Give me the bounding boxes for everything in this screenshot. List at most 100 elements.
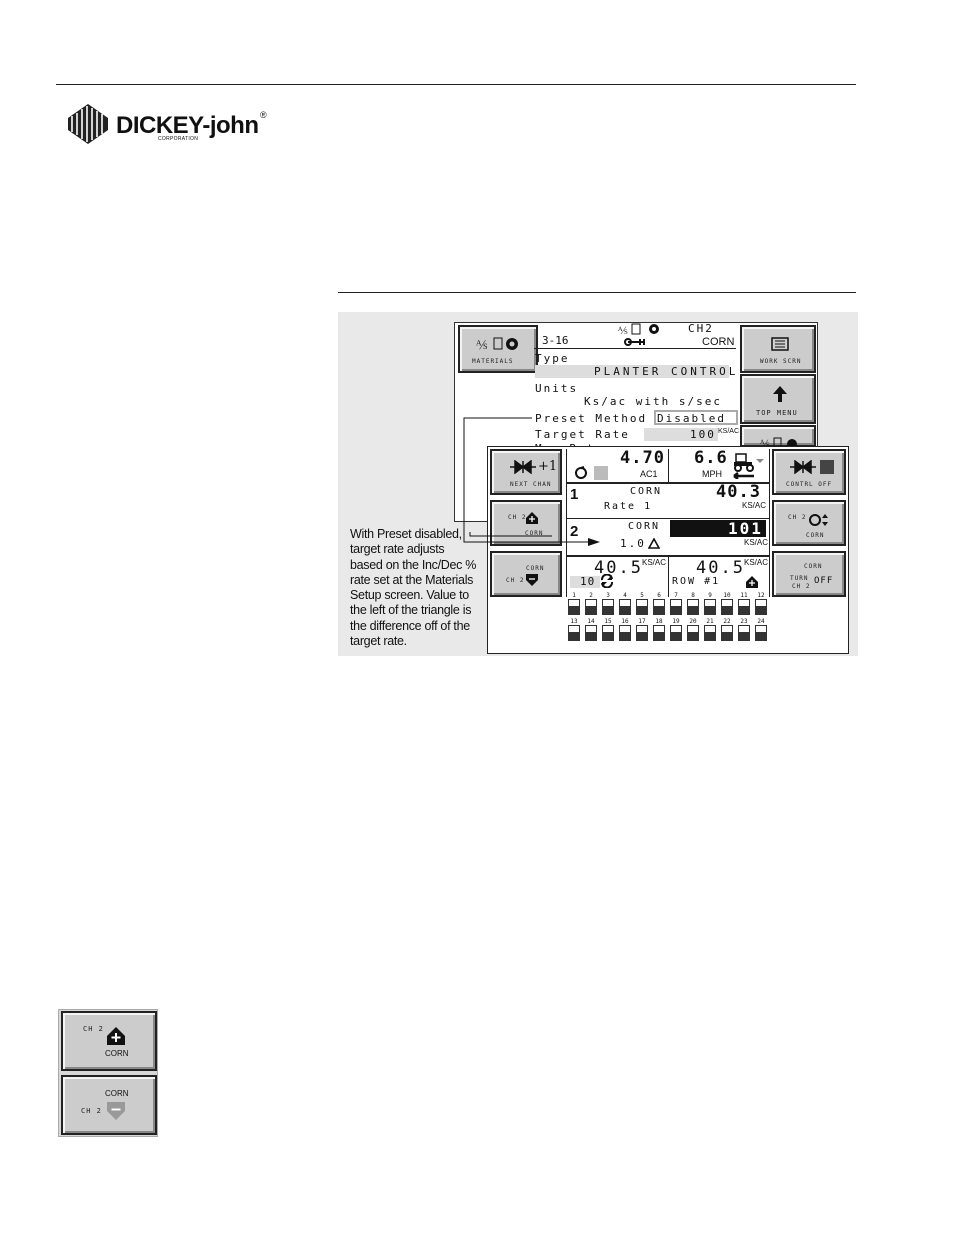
turn-ch2-off-button[interactable]: CORN TURN CH 2 OFF [772,551,846,597]
section-indicator [670,625,682,641]
increase-icon [107,1027,125,1045]
col-divider-top [668,449,669,482]
section-indicator [738,625,750,641]
section-indicator [721,625,733,641]
ch2-mode-top: CH 2 [788,514,807,521]
ch2-value-box[interactable] [670,520,766,537]
type-label: Type [535,352,570,365]
type-field[interactable] [535,365,729,378]
section-indicator [636,625,648,641]
section-number: 18 [655,618,663,625]
area-indicator-icon [594,466,608,480]
callout-leader [463,417,600,546]
pop-sub-value: 10 [580,575,596,588]
side-inc-bottom: CORN [105,1049,129,1058]
section-number: 7 [674,592,678,599]
svg-text:⅍: ⅍ [476,338,487,353]
side-dec-top: CORN [105,1089,129,1098]
target-label: Target Rate [535,428,630,441]
header-rule [56,84,856,85]
max-label: Max Rate [535,442,604,447]
ch2-mode-button[interactable]: CH 2 CORN [772,500,846,546]
section-indicator [653,599,665,615]
section-indicator [687,625,699,641]
ch2-product: CORN [628,521,661,532]
row-divider-1 [566,482,770,484]
logo-mark-icon [68,104,108,144]
turn-key-top: CORN [804,563,823,570]
ch2-dec-bottom: CH 2 [506,577,525,584]
refresh-icon [601,574,613,588]
ch2-dec-button[interactable]: CORN CH 2 [490,551,562,597]
section-indicator [568,599,580,615]
brand-sub: CORPORATION [158,136,199,142]
section-indicator [585,625,597,641]
svg-text:⅍: ⅍ [760,437,770,447]
area-value: 4.70 [620,448,665,468]
row-value: 40.5 [696,558,745,578]
target-value: 100 [690,428,716,441]
section-number: 3 [606,592,610,599]
preset-field[interactable] [654,410,738,425]
decrease-icon [526,574,538,586]
top-menu-label: TOP MENU [756,409,798,417]
ch2-inc-bottom: CORN [525,530,544,537]
rate-mode-icon [809,514,828,526]
brand-registered: ® [260,110,267,120]
top-menu-button[interactable]: TOP MENU [740,374,816,424]
section-number: 4 [623,592,627,599]
ch2-inc-side-button[interactable]: CH 2 CORN [61,1011,157,1071]
preset-label: Preset Method [535,412,648,425]
speed-value: 6.6 [694,448,728,468]
next-chan-button[interactable]: +1 NEXT CHAN [490,449,562,495]
brand-name: DICKEY-john [116,112,259,139]
section-number: 6 [657,592,661,599]
section-number: 12 [757,592,765,599]
section-number: 17 [638,618,646,625]
next-chan-label: NEXT CHAN [510,481,552,488]
section-number: 8 [691,592,695,599]
section-number: 23 [740,618,748,625]
section-number: 21 [706,618,714,625]
materials-peek-button[interactable]: ⅍ [740,425,816,447]
ch2-value: 101 [728,519,763,538]
row-units: KS/AC [744,558,769,567]
target-field[interactable] [644,428,718,441]
units-label: Units [535,382,579,395]
tractor-icon [733,453,764,479]
pop-value: 40.5 [594,558,643,578]
channel-header-icon: ⅍ [618,323,659,346]
contrl-off-button[interactable]: CONTRL OFF [772,449,846,495]
preset-value: Disabled [657,412,726,425]
ch2-inc-button[interactable]: CH 2 CORN [490,500,562,546]
ch2-dec-side-button[interactable]: CORN CH 2 [61,1075,157,1135]
turn-key-line1: TURN [790,575,809,582]
row-divider-2 [566,518,770,519]
section-number: 19 [672,618,680,625]
channel-label: CH2 [688,322,714,335]
ch1-product: CORN [630,486,663,497]
ch1-rate-label: Rate 1 [604,501,653,512]
up-arrow-icon [773,386,787,402]
product-label: CORN [702,336,735,348]
section-indicator [704,625,716,641]
materials-button[interactable]: ⅍ MATERIALS [458,325,538,373]
section-number: 11 [740,592,748,599]
ch2-mode-bottom: CORN [806,532,825,539]
screen-id: 3-16 [542,334,569,347]
section-indicator [755,625,767,641]
section-number: 1 [572,592,576,599]
ch2-units: KS/AC [744,538,769,547]
ch2-delta-value: 1.0 [620,537,646,550]
row-divider-3 [566,555,770,557]
title-underline [534,348,736,349]
area-counter-icon [575,466,587,479]
section-indicator [721,599,733,615]
section-number: 13 [570,618,578,625]
section-indicator [619,599,631,615]
work-scrn-button[interactable]: WORK SCRN [740,325,816,373]
section-rule [338,292,856,293]
turn-key-line2: CH 2 [792,583,811,590]
svg-text:⅍: ⅍ [618,324,628,337]
section-indicator [585,599,597,615]
